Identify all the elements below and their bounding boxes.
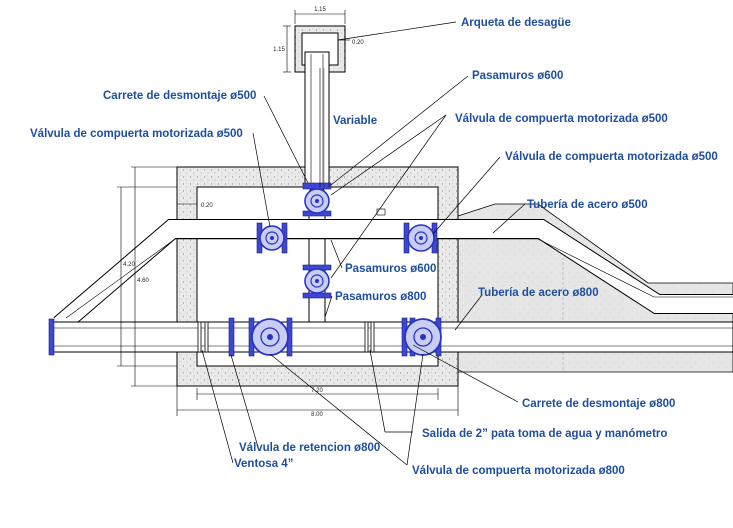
label-carrete500: Carrete de desmontaje ø500 xyxy=(103,90,256,102)
label-carrete800: Carrete de desmontaje ø800 xyxy=(522,398,675,410)
dim-arqueta-width: 1.15 xyxy=(314,7,326,13)
label-tuberia500: Tubería de acero ø500 xyxy=(527,199,648,211)
retention-valve-flange xyxy=(228,317,235,357)
dim-inner-width: 7.20 xyxy=(311,388,323,394)
dim-wall: 0.20 xyxy=(201,203,213,209)
label-valvula800: Válvula de compuerta motorizada ø800 xyxy=(412,465,625,477)
dim-inner-height: 4.20 xyxy=(123,262,135,268)
dimension-lines xyxy=(117,10,459,416)
lower-pipe-800 xyxy=(48,318,733,356)
callout-labels: Arqueta de desagüe Pasamuros ø600 Carret… xyxy=(30,17,718,477)
label-pasamuros600-mid: Pasamuros ø600 xyxy=(345,263,436,275)
upper-pipe-500 xyxy=(53,219,733,333)
dismantling-joint-500 xyxy=(302,182,332,190)
label-valvula500-left: Válvula de compuerta motorizada ø500 xyxy=(30,128,243,140)
drain-chamber xyxy=(294,25,346,73)
label-arqueta: Arqueta de desagüe xyxy=(461,17,571,29)
valve-500-vertical-middle xyxy=(302,264,332,299)
leader-lines xyxy=(201,21,526,466)
label-pasamuros800: Pasamuros ø800 xyxy=(335,291,426,303)
dim-arqueta-height: 1.15 xyxy=(273,47,285,53)
ventosa-fitting xyxy=(197,321,202,353)
label-variable: Variable xyxy=(333,115,377,127)
outlet-2in-fitting xyxy=(364,321,369,353)
dim-outer-height: 4.60 xyxy=(137,278,149,284)
valve-500-right xyxy=(403,222,438,254)
dim-outer-width: 8.00 xyxy=(311,412,323,418)
valve-800-left xyxy=(248,317,293,357)
valve-500-left xyxy=(256,222,288,254)
dimension-texts: 1.15 1.15 0.20 0.20 4.20 4.60 7.20 8.00 xyxy=(123,7,364,418)
valve-500-vertical-top xyxy=(302,182,332,217)
label-ventosa: Ventosa 4” xyxy=(234,458,293,470)
label-valvula500-center: Válvula de compuerta motorizada ø500 xyxy=(455,113,668,125)
label-salida: Salida de 2” pata toma de agua y manómet… xyxy=(422,428,667,440)
label-tuberia800: Tubería de acero ø800 xyxy=(478,287,599,299)
label-valvula500-right: Válvula de compuerta motorizada ø500 xyxy=(505,151,718,163)
label-pasamuros600-top: Pasamuros ø600 xyxy=(472,70,563,82)
label-retencion800: Válvula de retencion ø800 xyxy=(239,442,380,454)
dim-arqueta-wall: 0.20 xyxy=(352,40,364,46)
